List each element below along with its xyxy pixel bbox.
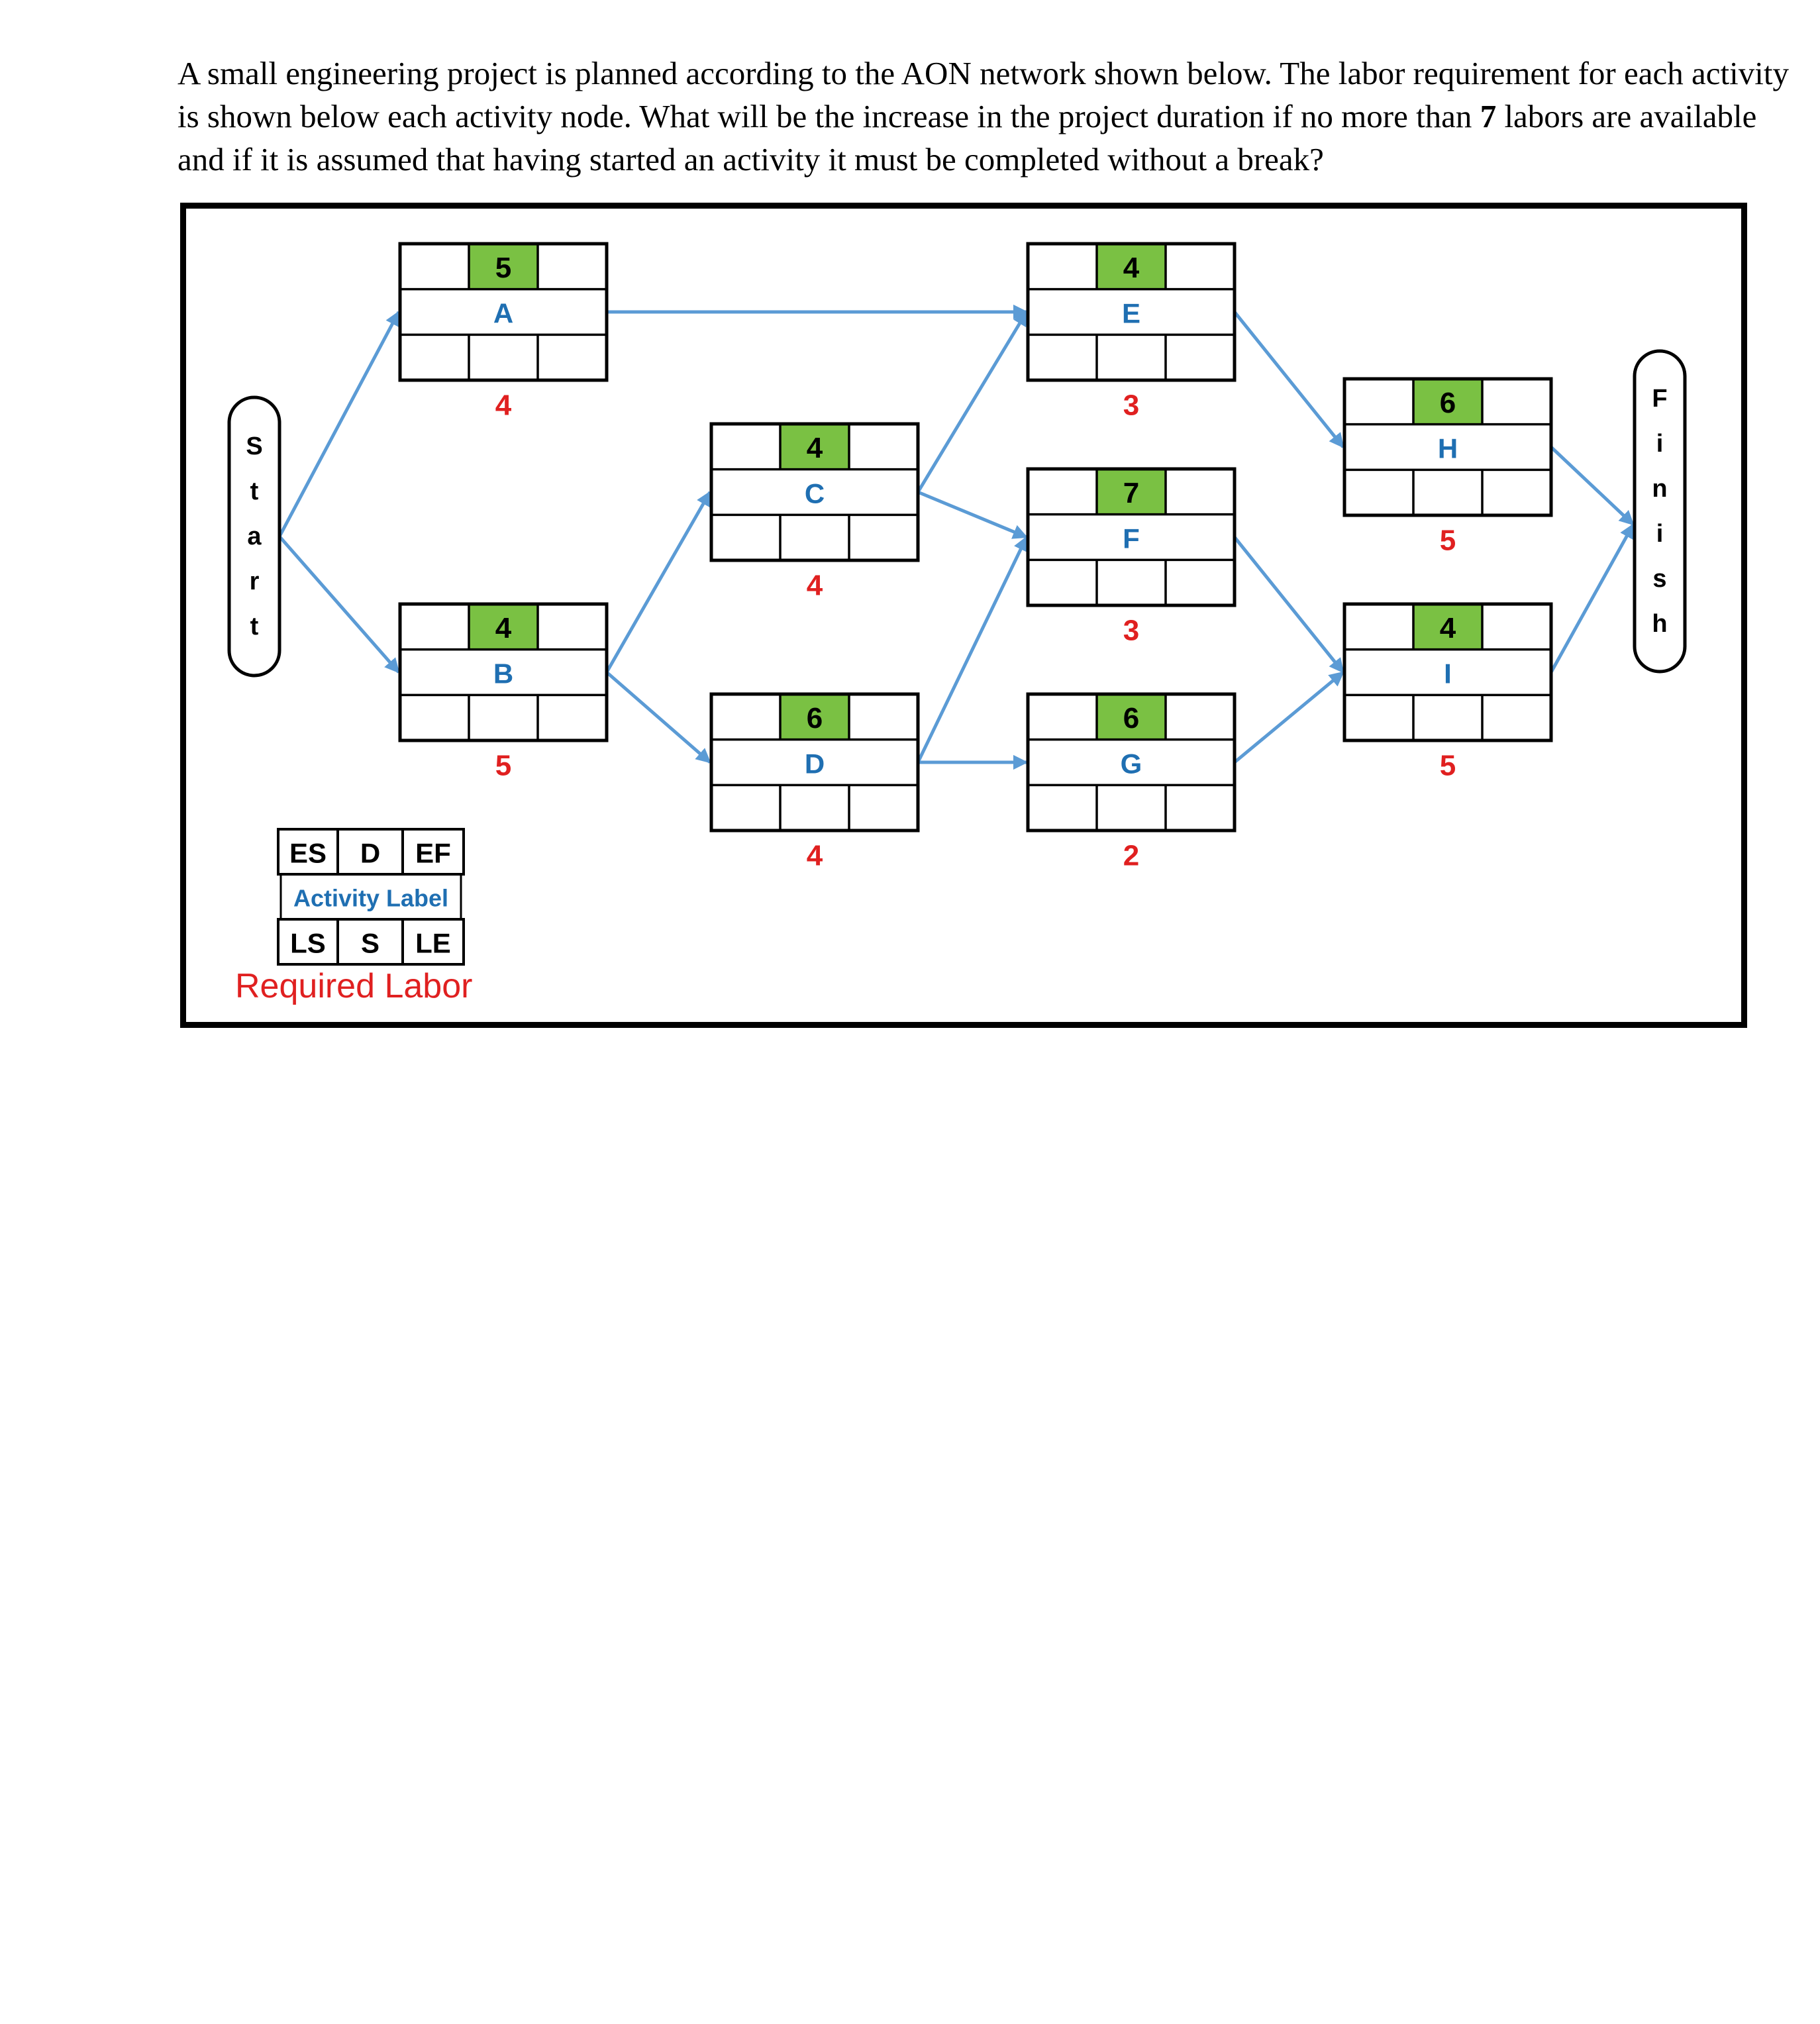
arrow-b-to-d	[605, 671, 711, 764]
activity-node-f: 7F 3	[1026, 467, 1237, 647]
required-labor-value: 2	[1123, 840, 1139, 872]
arrow-c-to-e	[916, 311, 1029, 493]
required-labor-value: 3	[1123, 389, 1139, 422]
question-text: A small engineering project is planned a…	[177, 52, 1794, 181]
legend-ls: LS	[290, 928, 326, 959]
labor-limit-value: 7	[1480, 98, 1497, 134]
duration-value: 6	[807, 702, 823, 734]
nodes-layer: StartStartFinishFinish5A44B54C46D44E37F3…	[0, 0, 1687, 872]
legend-le: LE	[415, 928, 451, 959]
activity-node-i: 4I 5	[1342, 602, 1553, 782]
arrow-h-to-finish	[1550, 446, 1635, 526]
arrow-f-to-i	[1233, 536, 1344, 674]
finish-node-label: Finish	[0, 0, 2, 1]
activity-node-h: 6H 5	[1342, 377, 1553, 557]
finish-node-letter: h	[1652, 610, 1667, 638]
activity-label: G	[1121, 748, 1142, 780]
activity-node-b: 4B 5	[398, 602, 609, 782]
arrow-c-to-f	[917, 490, 1029, 539]
activity-label: D	[805, 748, 825, 780]
finish-node-letter: n	[1652, 475, 1667, 503]
duration-value: 6	[1440, 387, 1456, 419]
start-node-letter: t	[250, 478, 259, 505]
duration-value: 4	[1123, 252, 1140, 284]
arrows-layer	[278, 304, 1635, 770]
activity-label: E	[1122, 298, 1140, 329]
required-labor-value: 4	[807, 570, 823, 602]
duration-value: 4	[495, 612, 512, 644]
activity-label: F	[1123, 523, 1140, 554]
finish-node-letter: i	[1656, 430, 1664, 458]
arrow-start-to-a	[278, 311, 401, 538]
activity-node-d: 6D 4	[709, 692, 920, 872]
start-node-letter: a	[247, 523, 262, 550]
duration-value: 5	[495, 252, 511, 284]
legend-required-labor: Required Labor	[235, 967, 472, 1005]
finish-node-letter: s	[1652, 565, 1666, 593]
start-node-letter: r	[250, 568, 260, 595]
legend-activity-label: Activity Label	[293, 885, 448, 912]
arrow-i-to-finish	[1549, 523, 1635, 674]
required-labor-value: 4	[495, 389, 512, 422]
activity-node-e: 4E 3	[1026, 242, 1237, 422]
start-node-letter: t	[250, 613, 259, 640]
start-node-label: Start	[0, 0, 2, 1]
required-labor-value: 5	[1440, 525, 1456, 557]
arrow-g-to-i	[1233, 671, 1344, 764]
arrow-d-to-f	[916, 535, 1029, 764]
activity-label: B	[493, 658, 513, 689]
activity-node-g: 6G 2	[1026, 692, 1237, 872]
activity-label: A	[493, 298, 513, 329]
duration-value: 7	[1123, 477, 1139, 509]
arrow-e-to-h	[1233, 311, 1344, 448]
activity-node-a: 5A 4	[398, 242, 609, 422]
duration-value: 4	[1440, 612, 1456, 644]
question-part-1: A small engineering project is planned a…	[177, 55, 1789, 134]
duration-value: 4	[807, 432, 823, 464]
activity-label: H	[1438, 433, 1458, 464]
start-node-letter: S	[246, 432, 262, 460]
activity-label: I	[1444, 658, 1452, 689]
finish-node-letter: F	[1652, 385, 1667, 413]
activity-label: C	[805, 478, 825, 509]
arrow-b-to-c	[605, 491, 712, 674]
duration-value: 6	[1123, 702, 1139, 734]
required-labor-value: 5	[1440, 750, 1456, 782]
legend-d: D	[360, 838, 380, 869]
required-labor-value: 4	[807, 840, 823, 872]
required-labor-value: 5	[495, 750, 511, 782]
legend-ef: EF	[415, 838, 451, 869]
legend-es: ES	[289, 838, 327, 869]
arrow-start-to-b	[278, 535, 400, 674]
aon-network-frame	[180, 203, 1747, 1028]
legend-s: S	[361, 928, 379, 959]
finish-node-letter: i	[1656, 520, 1664, 548]
question-part-2: labors are available and if it is assume…	[177, 98, 1757, 177]
required-labor-value: 3	[1123, 615, 1139, 647]
activity-node-c: 4C4	[709, 422, 920, 602]
